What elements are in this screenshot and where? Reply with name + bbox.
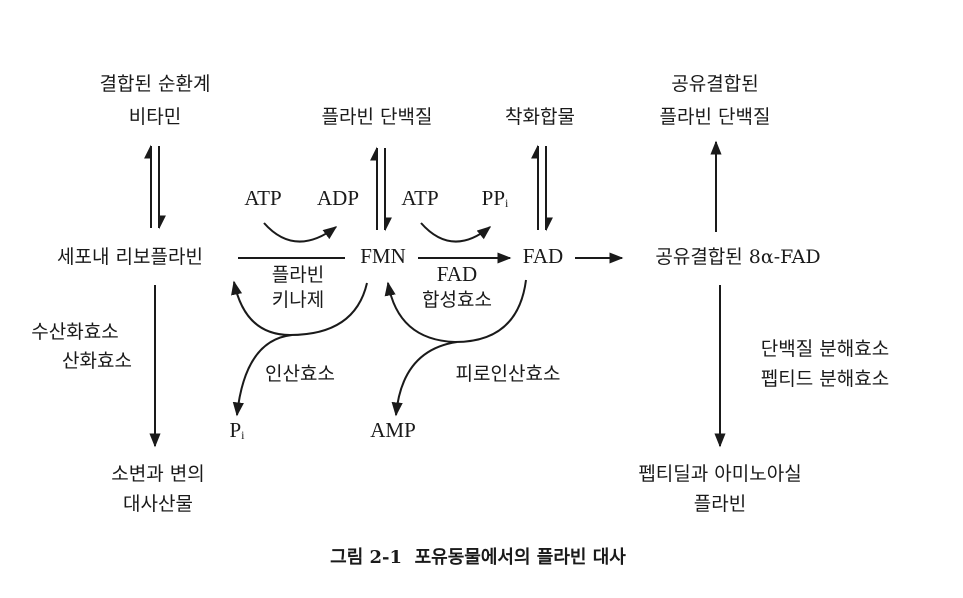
- phosphatase-pi-arrow: [232, 334, 293, 417]
- atp-ppi-arc-arrow: [420, 222, 492, 243]
- riboflavin-node: 세포내 리보플라빈: [57, 246, 203, 268]
- pyrophosphatase-amp-arrow: [391, 341, 458, 417]
- bound-vitamin-label-1: 결합된 순환계: [100, 73, 211, 95]
- figure-caption: 그림 2-1 포유동물에서의 플라빈 대사: [330, 547, 626, 568]
- peptidase-label: 펩티드 분해효소: [761, 368, 889, 390]
- flavokinase-label-1: 플라빈: [272, 264, 324, 286]
- atp-adp-arc-arrow: [263, 222, 338, 243]
- peptidyl-label-2: 플라빈: [694, 493, 746, 515]
- covalent-fad-node: 공유결합된 8α-FAD: [655, 246, 820, 268]
- pi-label: Pi: [229, 418, 245, 442]
- adp-label: ADP: [317, 186, 359, 210]
- excretion-label-2: 대사산물: [123, 493, 193, 515]
- fad-node: FAD: [523, 244, 563, 268]
- phosphatase-label: 인산효소: [265, 363, 335, 385]
- equilibrium-arrow-flavoprotein: [370, 146, 392, 232]
- amp-label: AMP: [370, 418, 416, 442]
- oxidase-label: 산화효소: [62, 350, 132, 372]
- flavokinase-label-2: 키나제: [272, 289, 324, 311]
- excretion-label-1: 소변과 변의: [111, 463, 204, 485]
- protease-label: 단백질 분해효소: [761, 338, 889, 360]
- hydroxylase-label: 수산화효소: [31, 321, 118, 343]
- flavoprotein-label: 플라빈 단백질: [322, 106, 433, 128]
- equilibrium-arrow-vitamin: [144, 144, 166, 230]
- fad-synthetase-label-2: 합성효소: [422, 289, 492, 311]
- fmn-node: FMN: [360, 244, 406, 268]
- ppi-label: PPi: [482, 186, 509, 210]
- bound-vitamin-label-2: 비타민: [129, 106, 181, 128]
- covalent-flavoprotein-label-2: 플라빈 단백질: [660, 106, 771, 128]
- peptidyl-label-1: 펩티딜과 아미노아실: [638, 463, 801, 485]
- covalent-flavoprotein-label-1: 공유결합된: [671, 73, 758, 95]
- equilibrium-arrow-complex: [531, 144, 553, 232]
- atp-label-2: ATP: [401, 186, 438, 210]
- complex-label: 착화합물: [505, 106, 575, 128]
- fad-synthetase-label-1: FAD: [437, 262, 477, 286]
- atp-label-1: ATP: [244, 186, 281, 210]
- pyrophosphatase-label: 피로인산효소: [456, 363, 561, 385]
